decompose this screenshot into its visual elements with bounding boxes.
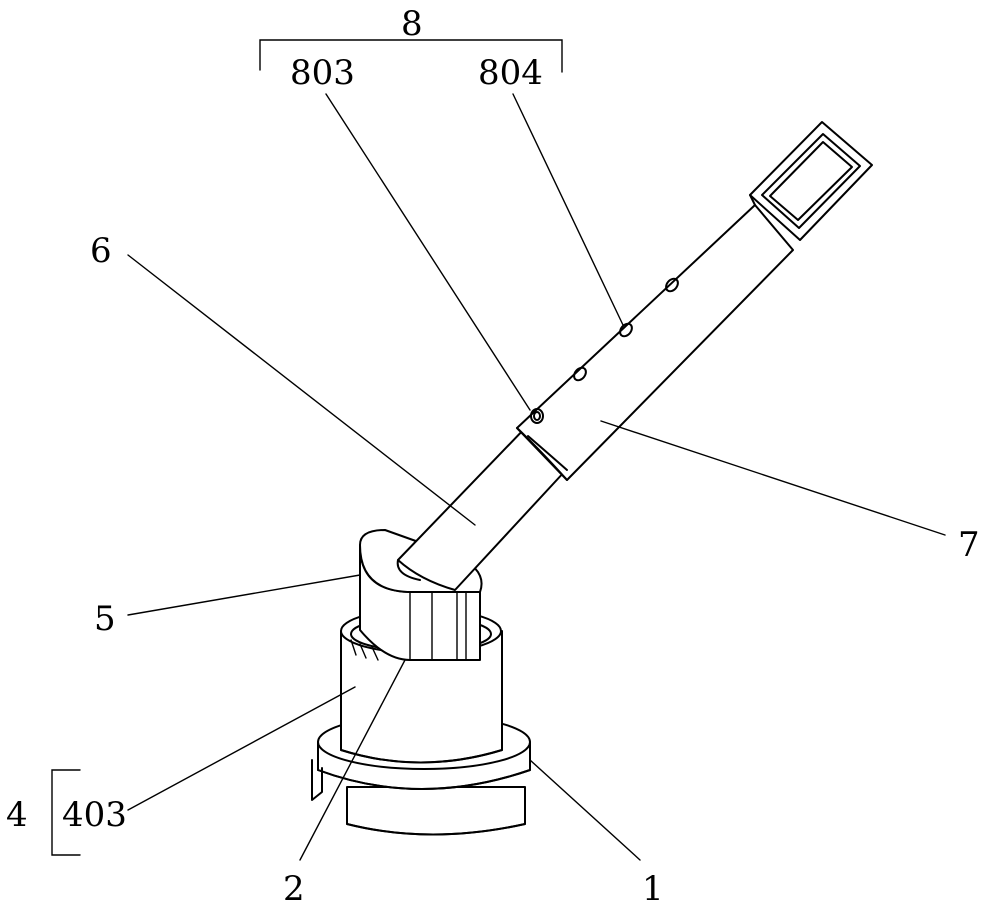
label-6: 6	[90, 231, 112, 271]
inner-rod-part-6	[396, 424, 567, 591]
label-7: 7	[958, 525, 980, 565]
label-803: 803	[290, 53, 355, 93]
leader-lines	[51, 39, 946, 861]
label-804: 804	[478, 53, 543, 93]
label-1: 1	[642, 869, 664, 909]
handle	[749, 121, 873, 241]
label-4: 4	[6, 795, 28, 835]
label-2: 2	[283, 869, 305, 909]
outer-tube-part-7	[516, 204, 794, 481]
label-5: 5	[94, 599, 116, 639]
label-8: 8	[401, 4, 423, 44]
label-403: 403	[62, 795, 127, 835]
